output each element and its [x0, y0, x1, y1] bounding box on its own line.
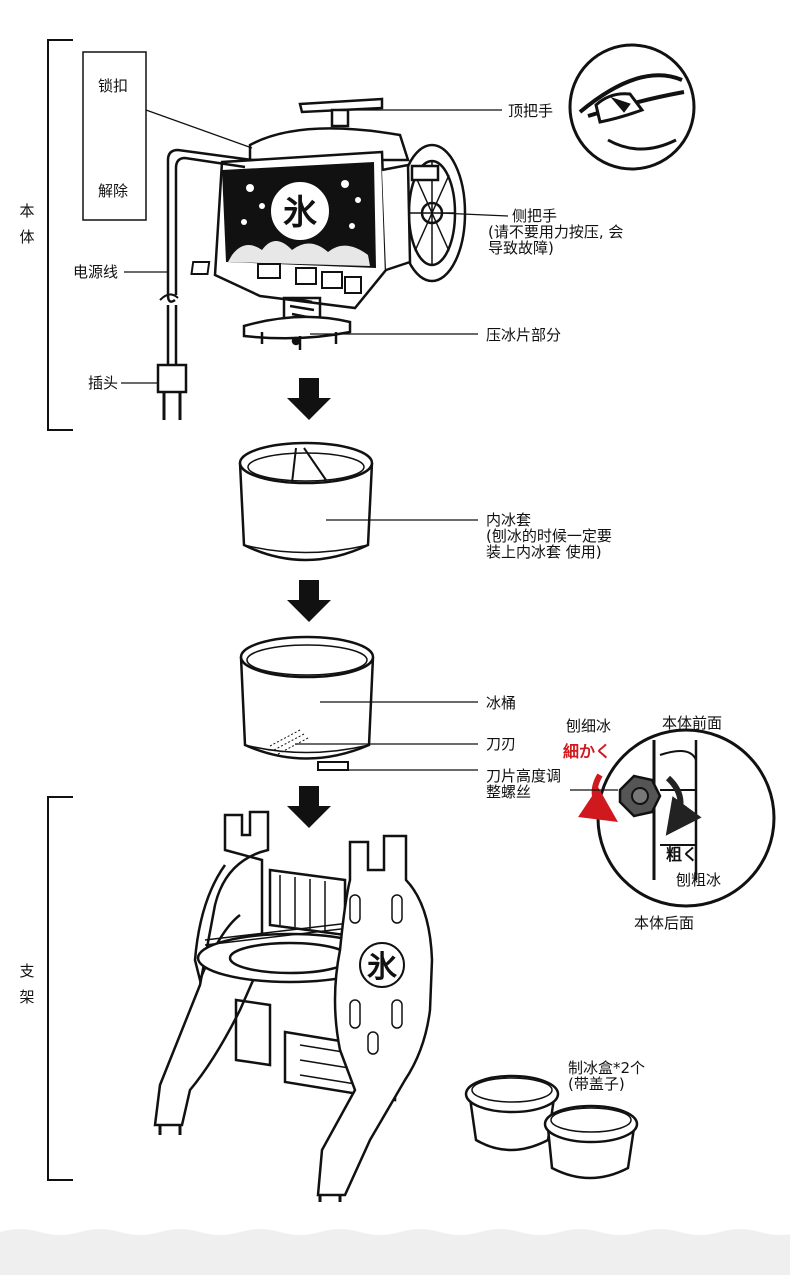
power-cord-label: 电源线	[73, 263, 119, 281]
bottom-wave	[0, 1229, 790, 1275]
emblem-char-stand: 氷	[367, 950, 398, 985]
power-cord	[159, 148, 253, 365]
ice-bucket-label: 冰桶	[486, 694, 517, 712]
ice-bucket	[239, 635, 375, 771]
top-handle-label: 顶把手	[508, 102, 554, 120]
blade-screw-label-2: 整螺丝	[486, 783, 532, 801]
coarse-cn-label: 刨粗冰	[676, 871, 722, 889]
lock-release-box	[82, 51, 147, 221]
fine-arrow	[578, 773, 618, 822]
inner-sleeve-note-2: 装上内冰套 使用)	[486, 543, 602, 561]
ice-press-assembly	[242, 296, 352, 350]
inner-sleeve-note-1: (刨冰的时候一定要	[486, 527, 612, 545]
section-label-body: 本体	[19, 202, 35, 246]
side-handle-label: 侧把手	[512, 207, 558, 225]
inner-sleeve	[238, 441, 374, 562]
ice-box-label-1: 制冰盒*2个	[568, 1059, 646, 1077]
blade-adjuster-zoom	[596, 728, 776, 908]
coarse-jp-label: 粗く	[666, 845, 699, 864]
top-handle-zoom	[568, 43, 696, 171]
stand	[153, 810, 434, 1202]
ice-press-label: 压冰片部分	[486, 326, 562, 344]
ice-box-label-2: (带盖子)	[568, 1075, 625, 1093]
front-label: 本体前面	[662, 714, 723, 732]
release-label: 解除	[98, 182, 129, 200]
section-label-stand: 支架	[19, 962, 35, 1006]
fine-jp-label: 細かく	[563, 742, 612, 761]
stand-bracket	[47, 796, 73, 1181]
emblem-panel: 氷	[222, 162, 376, 268]
back-label: 本体后面	[634, 914, 695, 932]
side-handle-note-1: (请不要用力按压, 会	[488, 223, 624, 241]
side-handle-note-2: 导致故障)	[488, 239, 554, 257]
plug-label: 插头	[88, 374, 119, 392]
lock-label: 锁扣	[98, 77, 129, 95]
leader-lines	[121, 109, 618, 791]
body-bracket	[47, 39, 73, 431]
blade-label: 刀刃	[486, 735, 517, 753]
body-slots	[190, 261, 362, 294]
plug	[156, 363, 188, 420]
fine-cn-label: 刨细冰	[566, 717, 612, 735]
emblem-char-top: 氷	[283, 193, 318, 233]
inner-sleeve-label: 内冰套	[486, 511, 532, 529]
down-arrows	[287, 378, 331, 828]
blade-screw-label-1: 刀片高度调	[486, 767, 562, 785]
ice-boxes	[464, 1074, 639, 1180]
